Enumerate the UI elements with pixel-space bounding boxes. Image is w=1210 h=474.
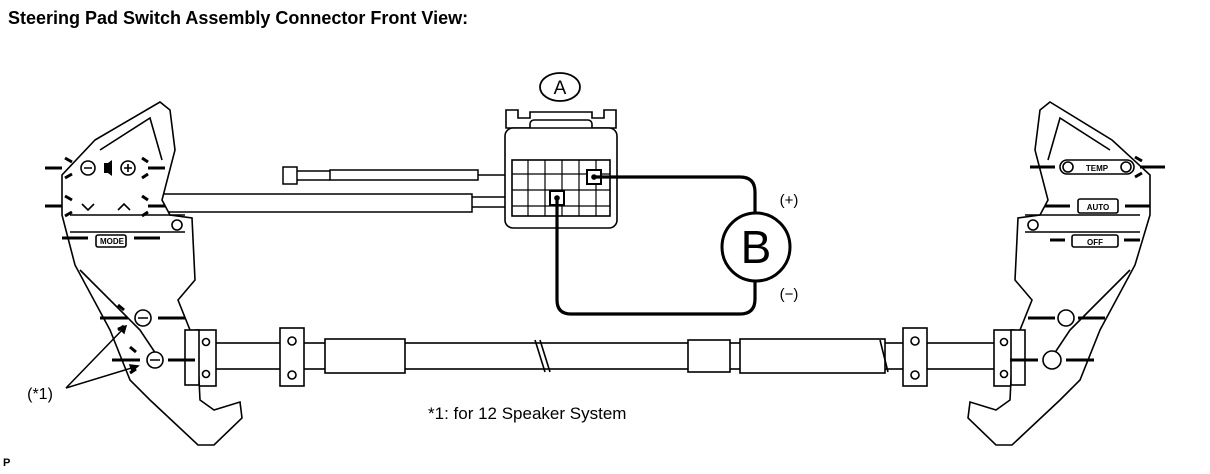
footnote-text: *1: for 12 Speaker System (428, 404, 626, 423)
steering-pad-left-icon (45, 101, 243, 446)
off-button-label: OFF (1087, 238, 1103, 247)
connector-icon (504, 109, 618, 229)
corner-mark: P (3, 457, 11, 469)
meter-leads (555, 175, 757, 316)
diagram-title: Steering Pad Switch Assembly Connector F… (8, 8, 469, 28)
cross-bar-icon (195, 327, 1015, 387)
temp-button-label: TEMP (1086, 164, 1109, 173)
meter-label: B (741, 221, 772, 273)
callout-leader-lines (65, 324, 140, 389)
auto-button-label: AUTO (1087, 203, 1110, 212)
steering-pad-right-icon (967, 101, 1165, 446)
ohmmeter-icon: B (720, 211, 792, 283)
callout-label: (*1) (27, 386, 53, 403)
meter-negative-label: (−) (780, 286, 799, 303)
mode-button-label: MODE (100, 237, 125, 246)
meter-positive-label: (+) (780, 192, 799, 209)
connector-label: A (554, 78, 567, 99)
harness-cables (149, 166, 505, 213)
connector-label-badge: A (539, 72, 581, 102)
